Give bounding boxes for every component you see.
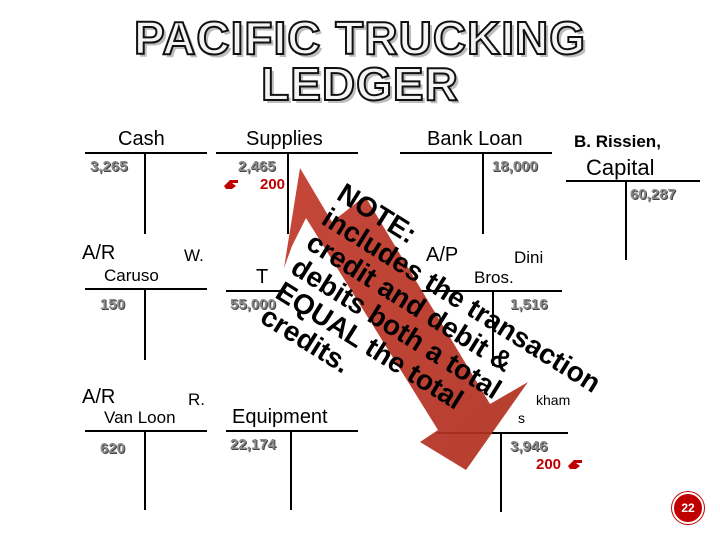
cash-debit-value: 3,265	[90, 158, 128, 175]
bank-loan-t-stem	[482, 152, 484, 234]
ap-hinkham-entry-value: 200	[536, 456, 562, 473]
ap-dini-label-b: Dini	[514, 248, 544, 267]
equipment-label: Equipment	[232, 406, 328, 428]
bank-loan-t-line	[400, 152, 552, 154]
supplies-debit-value: 2,465	[238, 158, 276, 175]
ar-caruso-t-stem	[144, 288, 146, 360]
ar-caruso-t-line	[85, 288, 207, 290]
supplies-label: Supplies	[246, 128, 323, 150]
pointing-hand-icon-2	[566, 456, 588, 475]
ar-vanloon-t-line	[85, 430, 207, 432]
equipment-t-line	[226, 430, 358, 432]
title-line-2: LEDGER	[260, 58, 459, 110]
ar-caruso-label-a: A/R	[82, 242, 116, 264]
capital-label-line1: B. Rissien,	[574, 132, 661, 151]
trucks-label: T	[256, 266, 269, 288]
ar-vanloon-label-a: A/R	[82, 386, 116, 408]
title-line-1: PACIFIC TRUCKING	[133, 12, 587, 64]
cash-label: Cash	[118, 128, 165, 150]
capital-t-stem	[625, 180, 627, 260]
cash-t-stem	[144, 152, 146, 234]
ap-hinkham-t-stem	[500, 432, 502, 512]
supplies-entry-value: 200	[260, 176, 286, 193]
ar-vanloon-t-stem	[144, 430, 146, 510]
cash-t-line	[85, 152, 207, 154]
trucks-debit-value: 55,000	[230, 296, 276, 313]
bank-loan-label: Bank Loan	[427, 128, 523, 150]
capital-credit-value: 60,287	[630, 186, 676, 203]
ar-vanloon-label-b: R.	[188, 390, 205, 409]
pointing-hand-icon	[222, 176, 244, 195]
ar-caruso-label-b: W.	[184, 246, 204, 265]
equipment-t-stem	[290, 430, 292, 510]
ar-vanloon-label-c: Van Loon	[104, 408, 176, 427]
equipment-debit-value: 22,174	[230, 436, 276, 453]
supplies-t-stem	[287, 152, 289, 234]
trucks-t-line	[226, 290, 286, 292]
bank-loan-credit-value: 18,000	[492, 158, 538, 175]
capital-label-line2: Capital	[586, 155, 655, 180]
ar-caruso-label-c: Caruso	[104, 266, 159, 285]
ar-vanloon-debit-value: 620	[100, 440, 126, 457]
capital-t-line	[566, 180, 700, 182]
slide-number-badge: 22	[672, 492, 704, 524]
ar-caruso-debit-value: 150	[100, 296, 126, 313]
ap-hinkham-label-a: kham	[536, 392, 571, 408]
